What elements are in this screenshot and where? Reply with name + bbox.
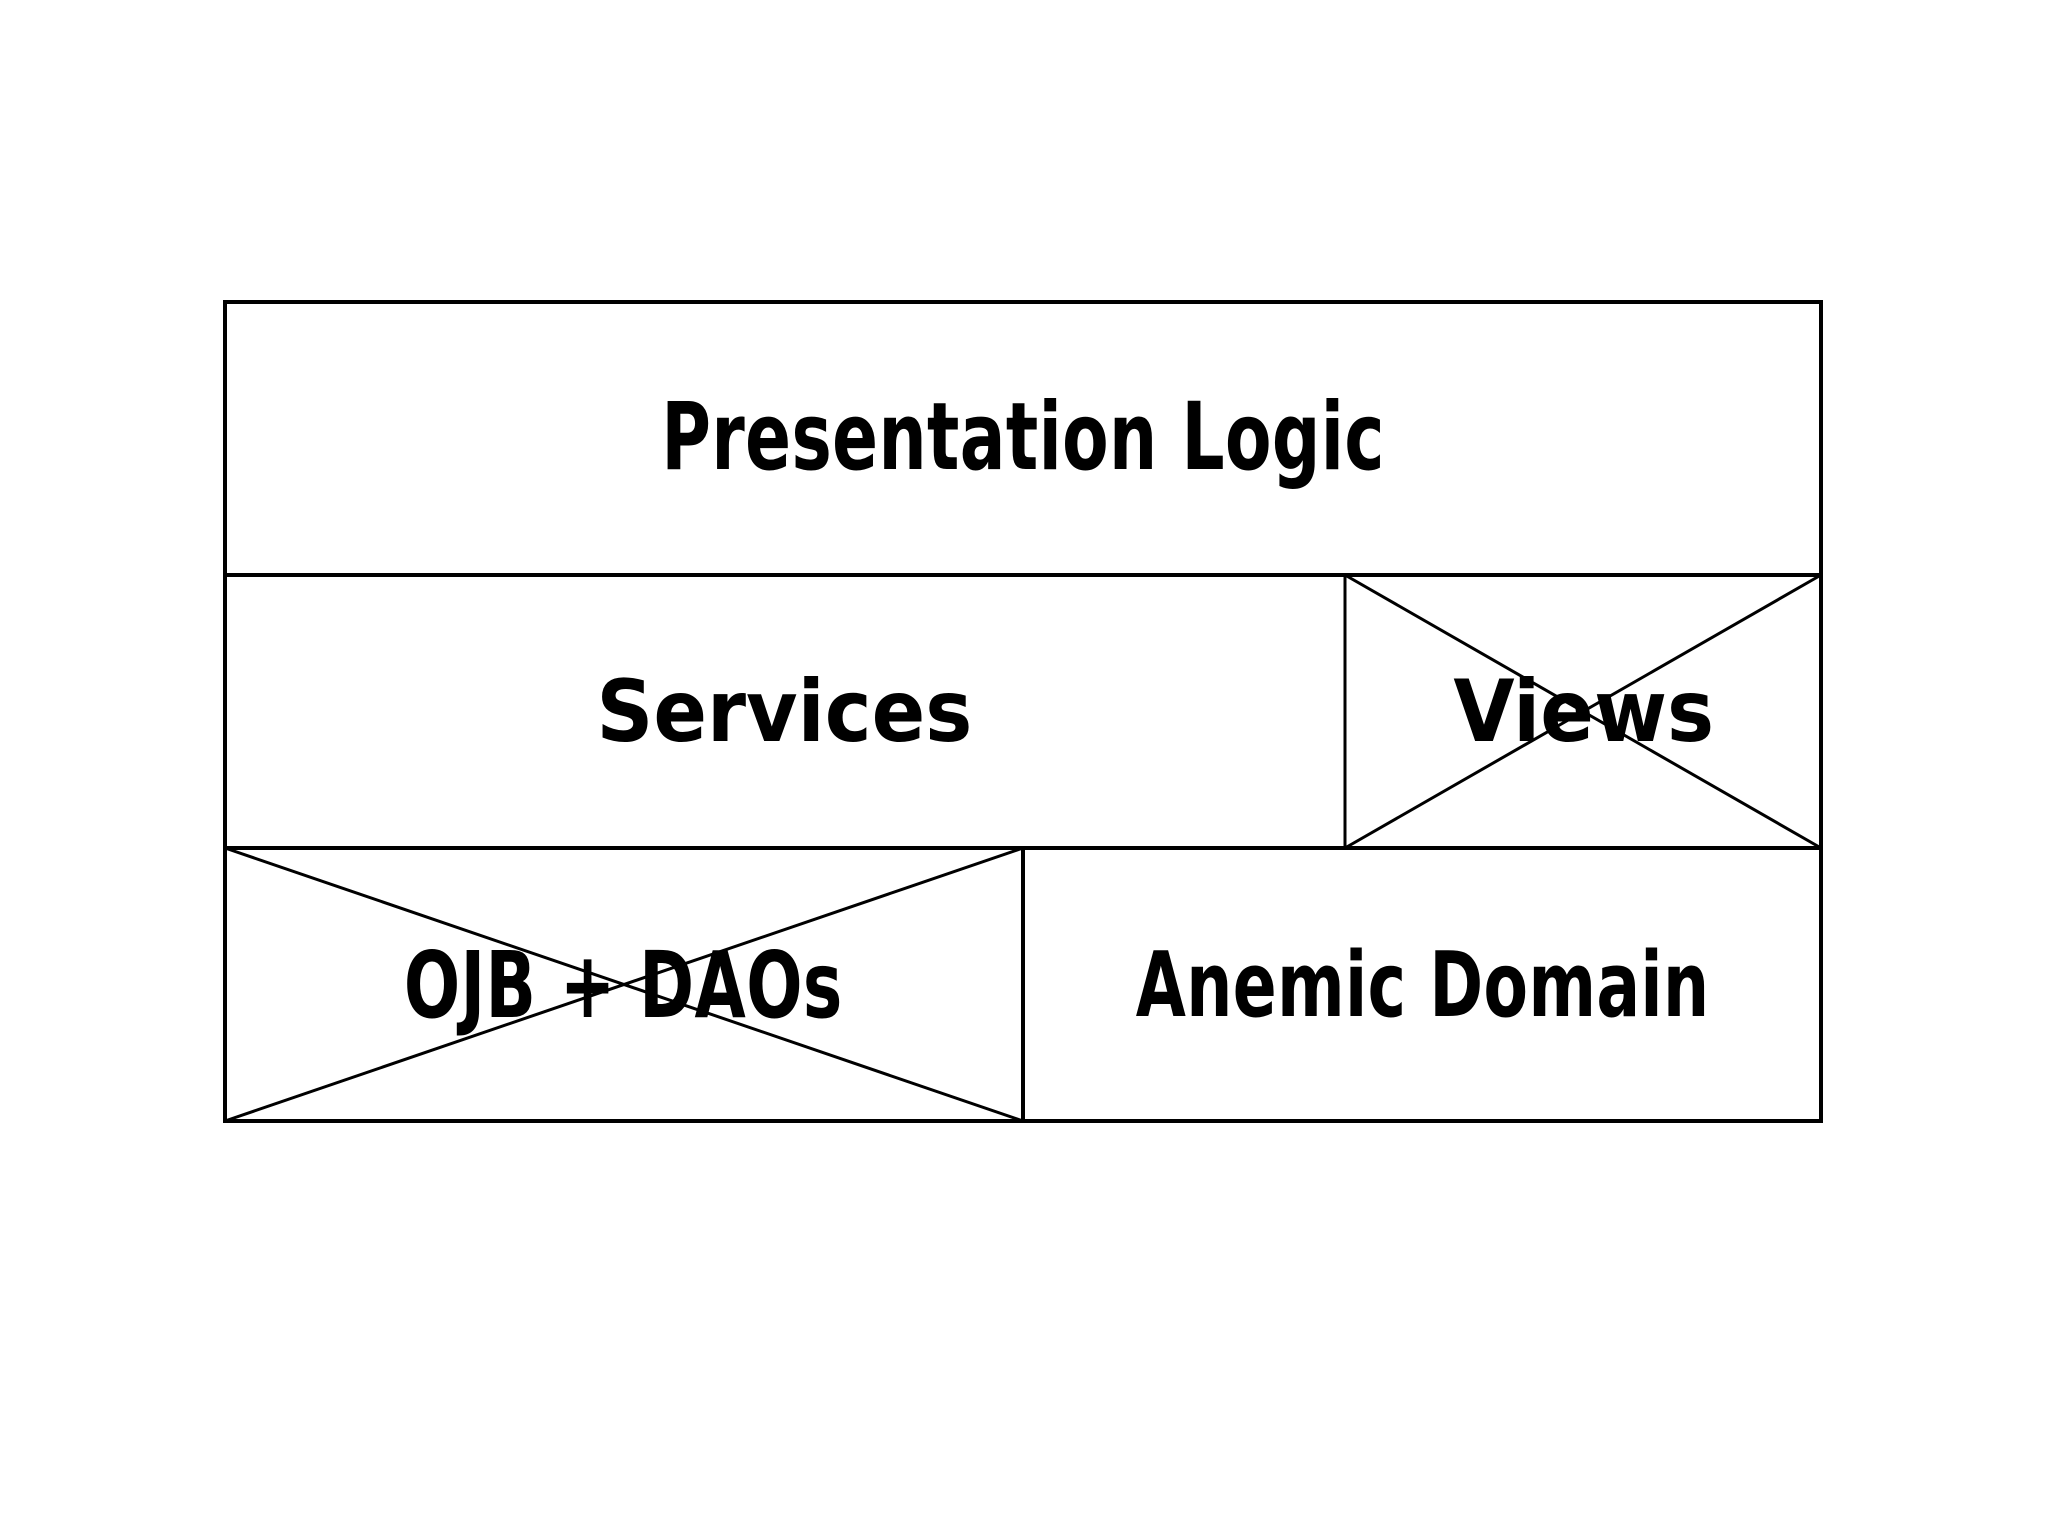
views-text: Views <box>1453 661 1715 762</box>
layer-label-ojb-daos: OJB + DAOs <box>223 848 1023 1123</box>
ojb-daos-text: OJB + DAOs <box>403 932 843 1039</box>
presentation-logic-text: Presentation Logic <box>661 383 1385 492</box>
services-text: Services <box>595 661 973 762</box>
layer-label-services: Services <box>223 575 1345 848</box>
anemic-domain-text: Anemic Domain <box>1136 933 1710 1038</box>
layer-label-anemic-domain: Anemic Domain <box>1023 848 1823 1123</box>
layer-label-views: Views <box>1345 575 1823 848</box>
architecture-diagram: Presentation Logic Services Views OJB + … <box>223 300 1823 1123</box>
layer-label-presentation-logic: Presentation Logic <box>223 300 1823 575</box>
